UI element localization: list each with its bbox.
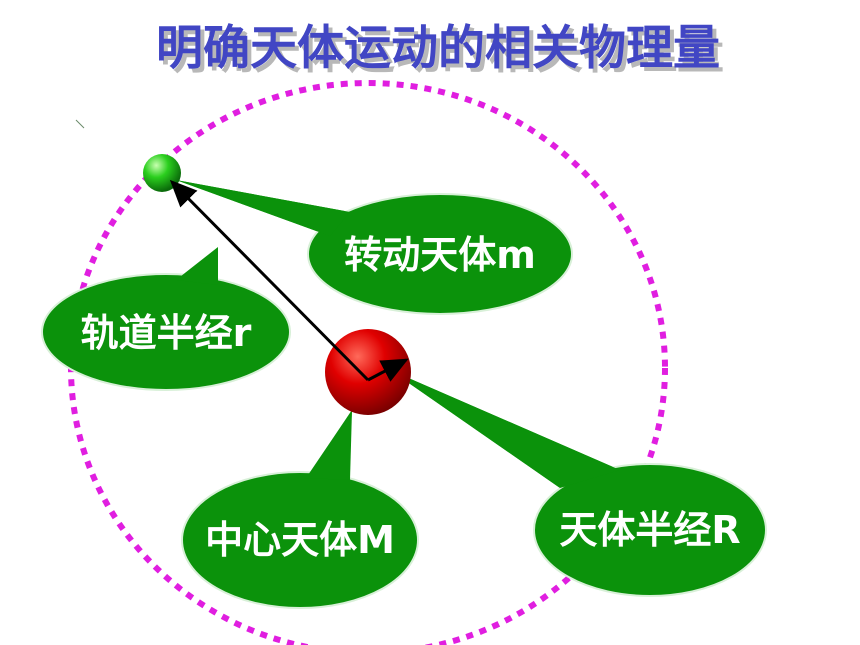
- label-orbiting-body: 转动天体m: [344, 233, 536, 277]
- callout-orbiting-body: 转动天体m: [176, 180, 573, 315]
- label-body-radius: 天体半经R: [559, 508, 740, 552]
- page-title-shadow: 明确天体运动的相关物理量: [160, 25, 724, 80]
- label-orbit-radius: 轨道半经r: [81, 311, 252, 355]
- body-radius-arrow: [367, 358, 409, 382]
- stray-mark: [75, 119, 85, 129]
- callout-orbit-radius: 轨道半经r: [41, 247, 291, 391]
- callout-body-radius: 天体半经R: [390, 370, 767, 597]
- page-title: 明确天体运动的相关物理量: [156, 21, 720, 76]
- central-body: [325, 329, 411, 415]
- callout-central-body: 中心天体M: [181, 410, 419, 609]
- label-central-body: 中心天体M: [205, 518, 395, 562]
- orbit-radius-arrow: [169, 179, 370, 382]
